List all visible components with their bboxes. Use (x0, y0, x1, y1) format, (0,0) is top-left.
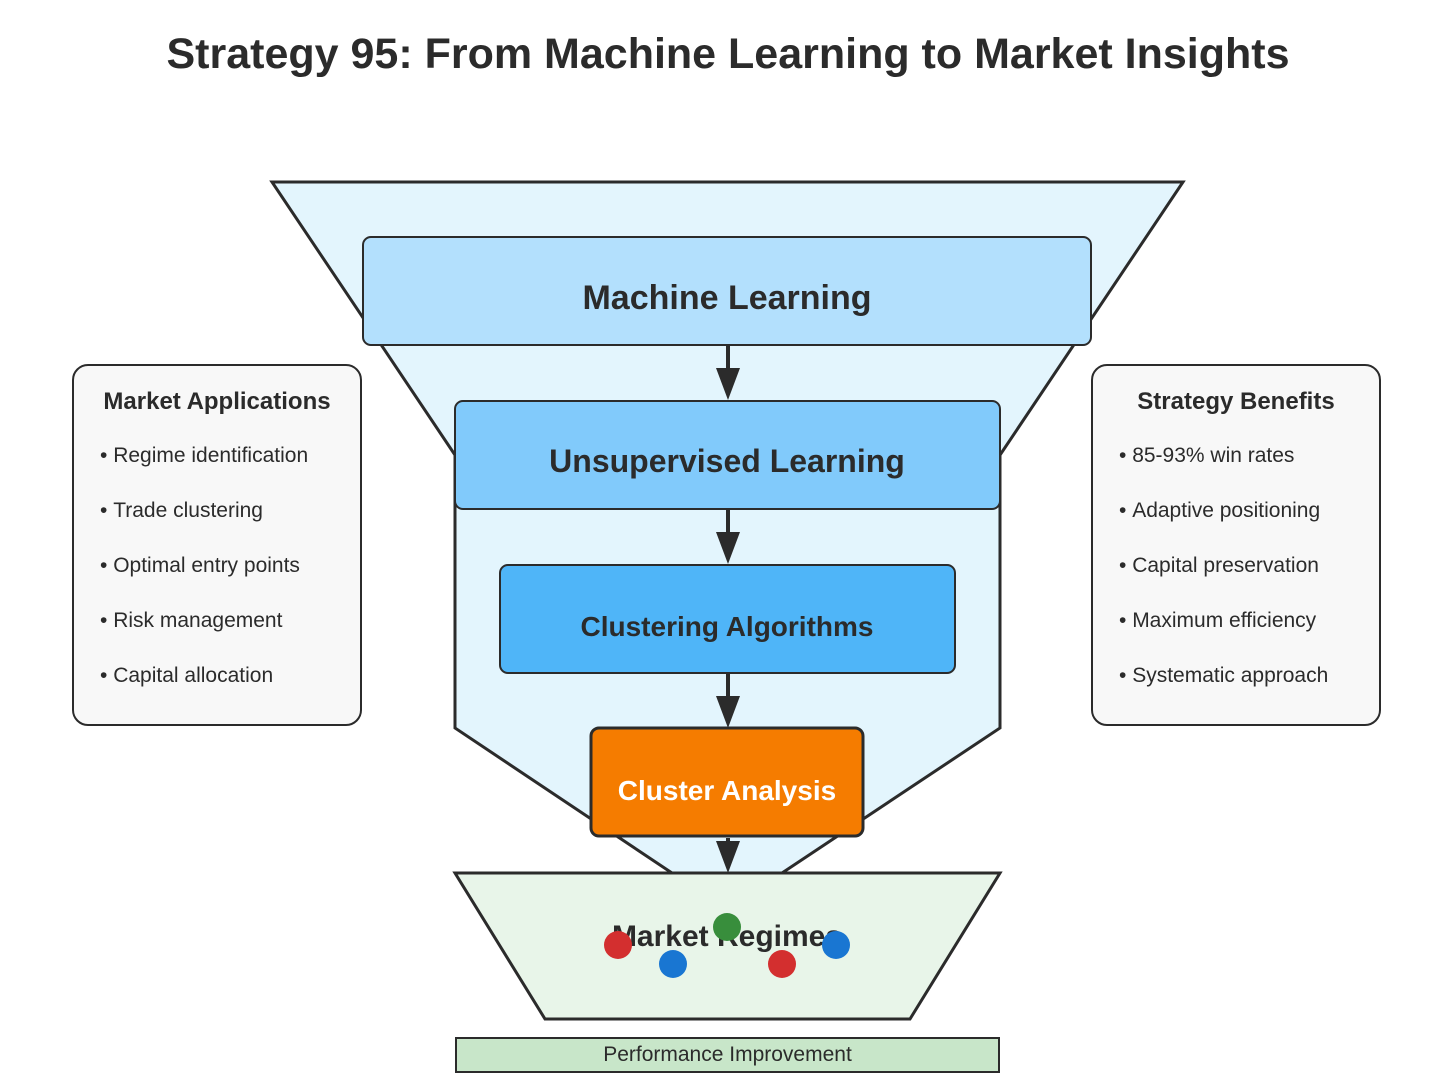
regime-dots (604, 913, 850, 978)
arrowhead-ml-to-ul (716, 368, 740, 400)
list-item: Maximum efficiency (1119, 609, 1328, 664)
list-item: Optimal entry points (100, 554, 308, 609)
arrowhead-analysis-to-regimes (716, 841, 740, 873)
regime-dot-blue (659, 950, 687, 978)
node-cluster-analysis-label: Cluster Analysis (618, 775, 836, 806)
node-machine-learning: Machine Learning (362, 236, 1092, 346)
market-applications-title: Market Applications (103, 388, 331, 415)
regime-dot-red (604, 931, 632, 959)
list-item: Systematic approach (1119, 664, 1328, 719)
list-item: Capital preservation (1119, 554, 1328, 609)
diagram-title: Strategy 95: From Machine Learning to Ma… (166, 30, 1290, 78)
arrowhead-ul-to-clustering (716, 532, 740, 564)
regime-dot-blue (822, 931, 850, 959)
flow-arrows (716, 346, 740, 873)
list-item: Regime identification (100, 444, 308, 499)
node-unsupervised-learning: Unsupervised Learning (454, 400, 1001, 510)
node-market-regimes: Market Regimes (452, 871, 1003, 1021)
node-cluster-analysis: Cluster Analysis (589, 726, 865, 838)
strategy-benefits-panel: Strategy Benefits 85-93% win rates Adapt… (1091, 364, 1381, 726)
list-item: Capital allocation (100, 664, 308, 719)
market-applications-panel: Market Applications Regime identificatio… (72, 364, 362, 726)
performance-improvement-box: Performance Improvement (455, 1037, 1000, 1073)
regime-dot-green (713, 913, 741, 941)
strategy-benefits-list: 85-93% win rates Adaptive positioning Ca… (1119, 444, 1328, 719)
list-item: Risk management (100, 609, 308, 664)
arrowhead-clustering-to-analysis (716, 696, 740, 728)
market-applications-list: Regime identification Trade clustering O… (100, 444, 308, 719)
regime-dot-red (768, 950, 796, 978)
list-item: 85-93% win rates (1119, 444, 1328, 499)
list-item: Adaptive positioning (1119, 499, 1328, 554)
node-clustering-algorithms-label: Clustering Algorithms (581, 611, 874, 642)
node-clustering-algorithms: Clustering Algorithms (499, 564, 956, 674)
node-machine-learning-label: Machine Learning (582, 279, 871, 317)
list-item: Trade clustering (100, 499, 308, 554)
strategy-benefits-title: Strategy Benefits (1137, 388, 1335, 415)
node-unsupervised-learning-label: Unsupervised Learning (549, 443, 905, 479)
